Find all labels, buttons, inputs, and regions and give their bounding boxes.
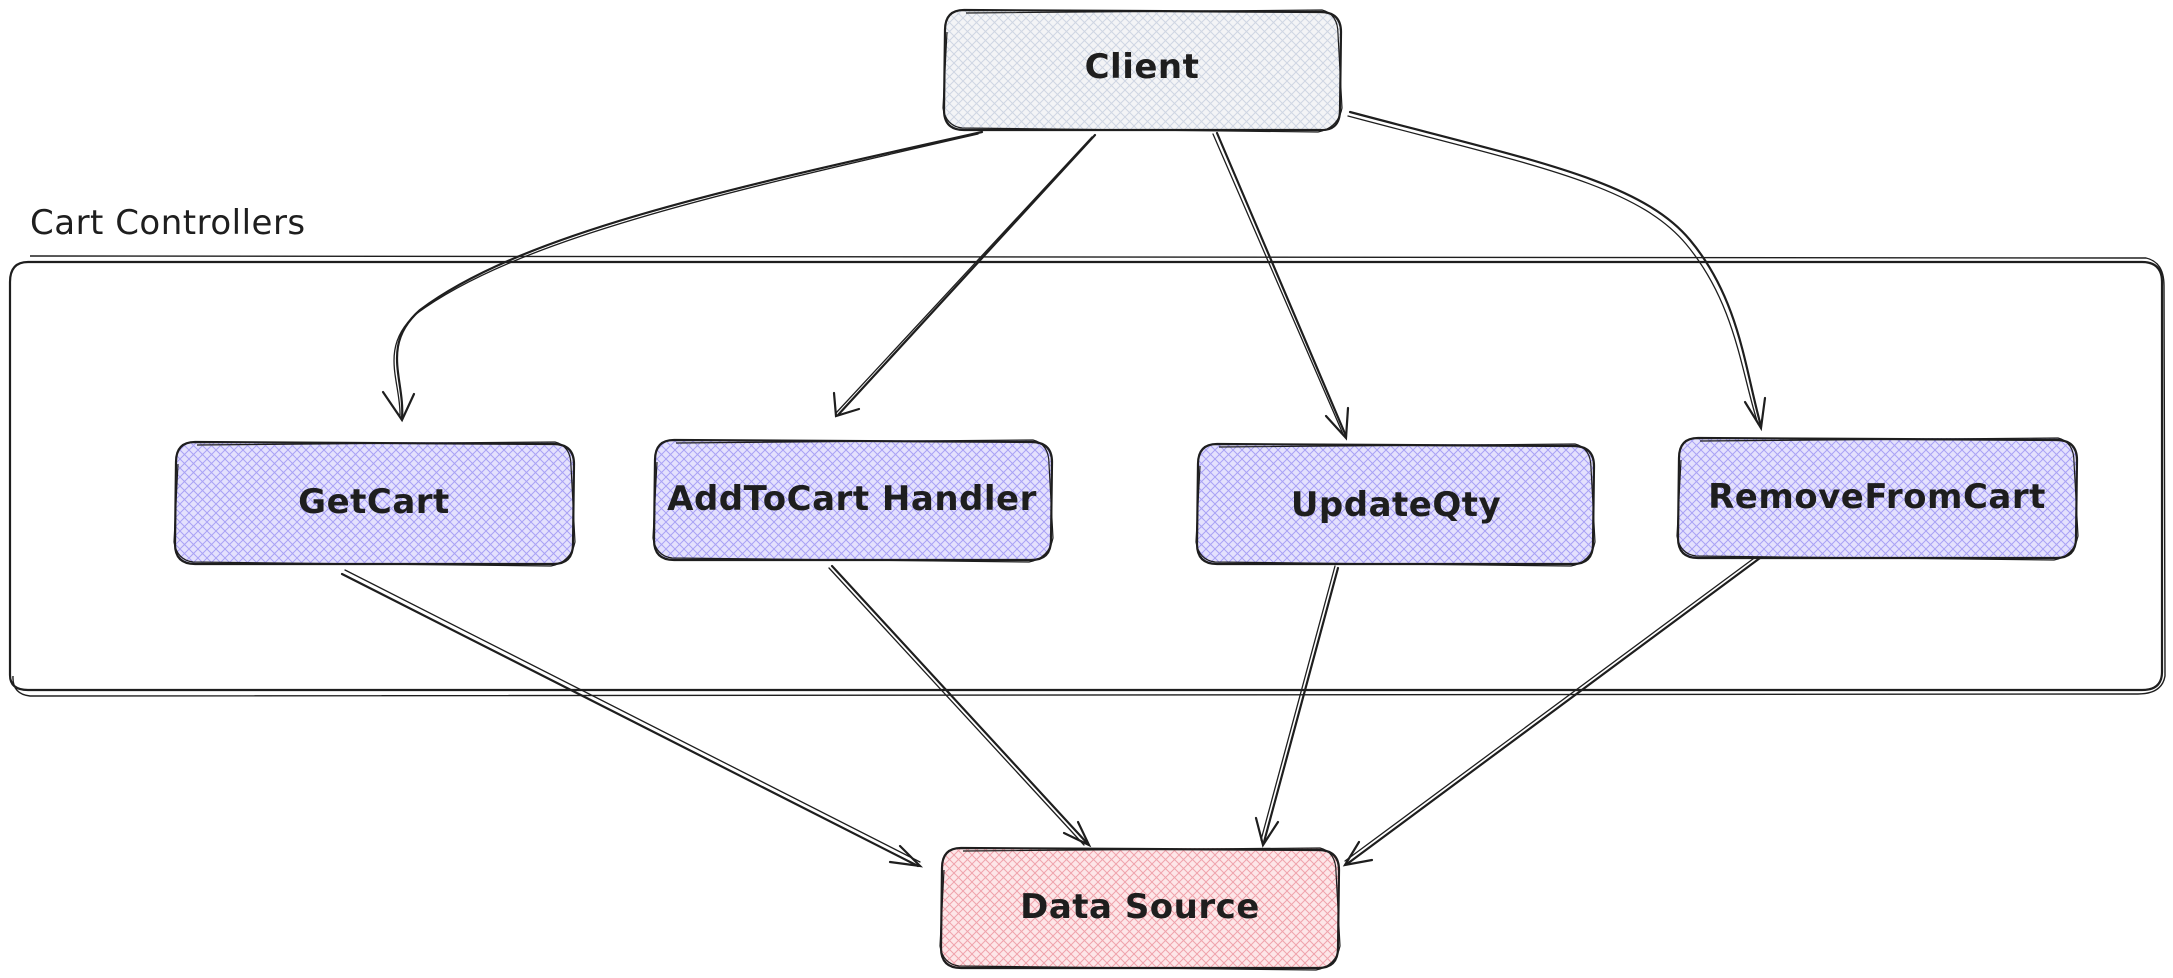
edge-getcart-datasource — [340, 569, 924, 868]
node-addtocart-handler[interactable]: AddToCart Handler — [652, 438, 1054, 563]
node-data-source-label: Data Source — [1020, 887, 1260, 927]
node-client[interactable]: Client — [942, 8, 1343, 133]
edge-client-updateqty — [1212, 131, 1350, 441]
edge-client-removefromcart — [1347, 110, 1767, 432]
node-removefromcart-label: RemoveFromCart — [1708, 477, 2046, 517]
edge-addtocart-datasource — [828, 564, 1092, 848]
node-getcart-label: GetCart — [298, 482, 450, 522]
group-cart-controllers[interactable]: Cart Controllers — [8, 203, 2166, 697]
node-client-label: Client — [1085, 47, 1200, 87]
node-updateqty[interactable]: UpdateQty — [1195, 442, 1596, 567]
node-removefromcart[interactable]: RemoveFromCart — [1676, 436, 2079, 561]
node-updateqty-label: UpdateQty — [1291, 485, 1501, 525]
edges — [340, 110, 1767, 868]
node-getcart[interactable]: GetCart — [173, 440, 576, 567]
edge-client-addtocart — [832, 133, 1097, 418]
node-addtocart-label: AddToCart Handler — [667, 479, 1037, 519]
node-data-source[interactable]: Data Source — [939, 846, 1341, 971]
edge-removefromcart-datasource — [1342, 555, 1762, 867]
edge-client-getcart — [381, 130, 984, 423]
group-label: Cart Controllers — [30, 203, 306, 243]
edge-updateqty-datasource — [1254, 565, 1340, 848]
